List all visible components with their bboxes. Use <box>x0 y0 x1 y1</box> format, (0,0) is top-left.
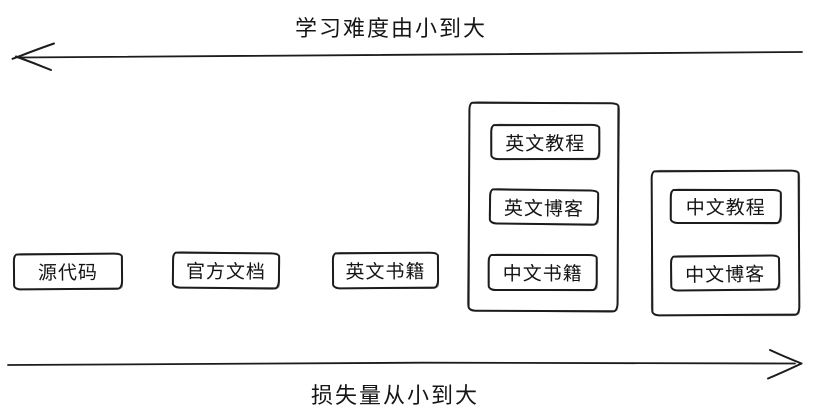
right-arrow-shaft <box>7 361 796 366</box>
group-middle: 英文教程 英文博客 中文书籍 <box>467 101 620 313</box>
box-english-books: 英文书籍 <box>331 251 440 290</box>
top-axis-label: 学习难度由小到大 <box>294 16 487 41</box>
box-official-docs-label: 官方文档 <box>185 261 267 284</box>
box-english-tutorials-label: 英文教程 <box>505 133 586 155</box>
right-arrow-barb-top <box>769 349 803 365</box>
box-english-blogs-label: 英文博客 <box>503 198 585 220</box>
group-right: 中文教程 中文博客 <box>650 169 801 317</box>
box-official-docs: 官方文档 <box>171 251 281 290</box>
right-arrow-barb-bottom <box>767 362 803 380</box>
left-arrow-barb-top <box>11 42 55 60</box>
box-source-code: 源代码 <box>12 252 124 291</box>
box-english-tutorials: 英文教程 <box>490 123 601 161</box>
box-chinese-books-label: 中文书籍 <box>502 263 583 286</box>
bottom-axis-label: 损失量从小到大 <box>310 383 479 408</box>
left-arrow-shaft <box>17 51 803 59</box>
box-chinese-books: 中文书籍 <box>487 253 598 292</box>
box-english-books-label: 英文书籍 <box>345 261 426 284</box>
box-chinese-tutorials: 中文教程 <box>669 188 782 225</box>
box-chinese-blogs-label: 中文博客 <box>685 264 766 286</box>
left-arrow-barb-bottom <box>15 55 52 71</box>
box-english-blogs: 英文博客 <box>488 188 600 226</box>
box-source-code-label: 源代码 <box>37 262 99 285</box>
box-chinese-blogs: 中文博客 <box>669 254 781 292</box>
box-chinese-tutorials-label: 中文教程 <box>685 197 766 220</box>
